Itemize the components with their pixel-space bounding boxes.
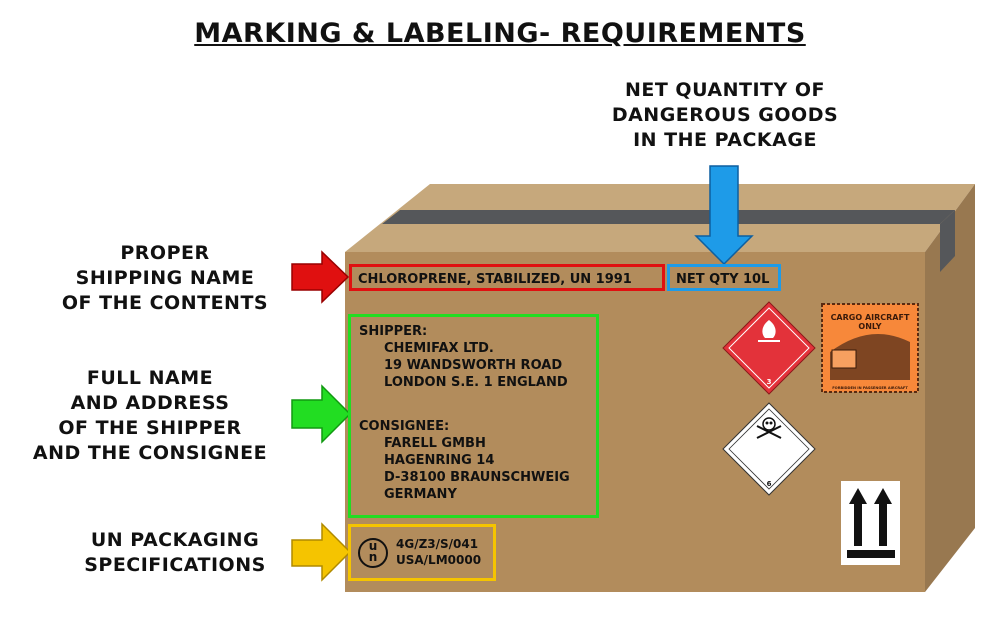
svg-text:ONLY: ONLY — [858, 322, 881, 331]
shipping-name-marking: CHLOROPRENE, STABILIZED, UN 1991 — [349, 264, 665, 291]
net-qty-caption: NET QUANTITY OF DANGEROUS GOODS IN THE P… — [611, 79, 839, 151]
svg-text:CARGO AIRCRAFT: CARGO AIRCRAFT — [831, 313, 910, 322]
shipping-name-arrow — [291, 250, 350, 304]
un-spec-arrow — [291, 522, 352, 582]
cargo-aircraft-only-label: CARGO AIRCRAFT ONLY FORBIDDEN IN PASSENG… — [821, 303, 919, 393]
toxic-label-icon: 6 — [722, 402, 816, 496]
svg-text:6: 6 — [767, 480, 772, 488]
box-tape-top — [382, 210, 955, 224]
shipping-name-caption: PROPER SHIPPING NAME OF THE CONTENTS — [61, 242, 269, 314]
box-right — [925, 184, 975, 592]
address-caption: FULL NAME AND ADDRESS OF THE SHIPPER AND… — [32, 367, 268, 464]
box-tape-side — [940, 210, 955, 272]
un-spec-caption: UN PACKAGING SPECIFICATIONS — [84, 529, 266, 576]
address-arrow — [291, 384, 352, 444]
svg-text:FORBIDDEN IN PASSENGER AIRCRAF: FORBIDDEN IN PASSENGER AIRCRAFT — [832, 386, 908, 390]
svg-text:3: 3 — [767, 378, 772, 386]
flammable-label-icon: 3 — [722, 301, 816, 395]
this-way-up-label — [841, 481, 900, 565]
address-marking: SHIPPER: CHEMIFAX LTD. 19 WANDSWORTH ROA… — [348, 314, 599, 518]
page-title: MARKING & LABELING- REQUIREMENTS — [194, 18, 806, 49]
net-qty-arrow — [694, 165, 754, 266]
net-qty-marking: NET QTY 10L — [667, 264, 781, 291]
